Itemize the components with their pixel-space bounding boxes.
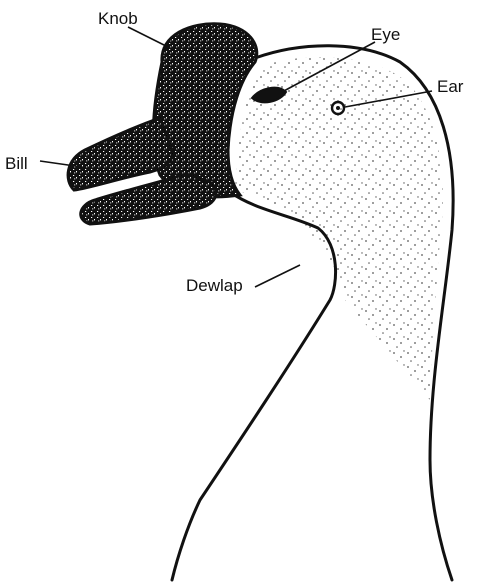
- ear-label: Ear: [437, 77, 464, 96]
- eye-label: Eye: [371, 25, 400, 44]
- neck-front-outline: [172, 192, 336, 580]
- dewlap-label: Dewlap: [186, 276, 243, 295]
- bill-upper-shape: [68, 118, 172, 190]
- dewlap-leader-line: [255, 265, 300, 287]
- bill-label: Bill: [5, 154, 28, 173]
- ear-center: [336, 106, 340, 110]
- knob-label: Knob: [98, 9, 138, 28]
- knob-leader-line: [128, 27, 170, 48]
